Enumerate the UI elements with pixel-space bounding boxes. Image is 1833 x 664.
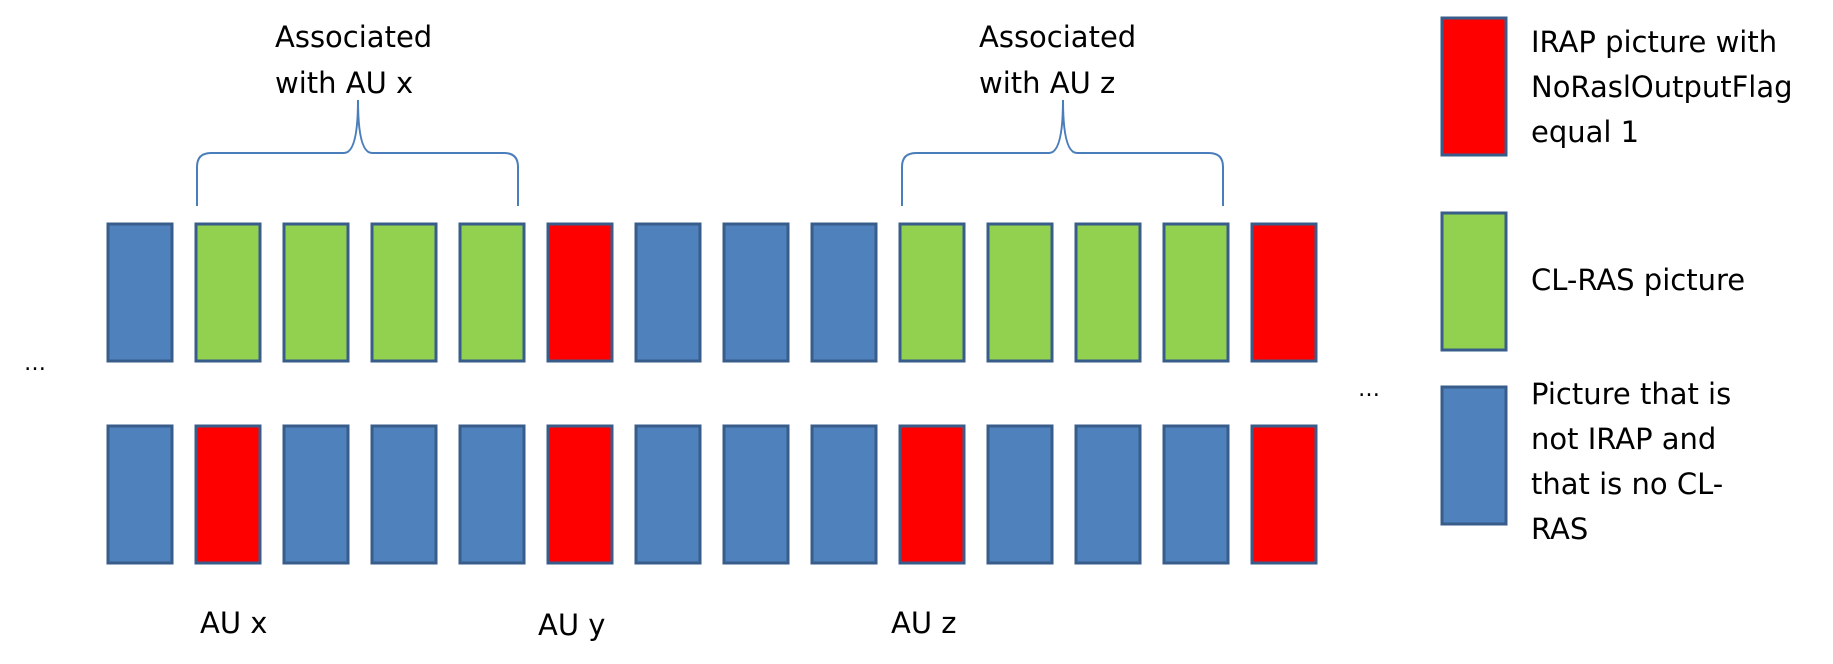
top-row-cl-ras-picture-11 [986, 222, 1054, 363]
top-row-cl-ras-picture-10 [898, 222, 966, 363]
legend-line: not IRAP and [1531, 422, 1717, 456]
brace-label-line: with AU x [275, 66, 414, 100]
top-row-cl-ras-picture-5 [458, 222, 526, 363]
bottom-row-non-irap-picture-8 [722, 424, 790, 565]
bottom-row-irap-picture-6 [546, 424, 614, 565]
bottom-row-non-irap-picture-11 [986, 424, 1054, 565]
ellipsis-left: … [24, 351, 46, 376]
top-row-cl-ras-picture-3 [282, 222, 350, 363]
bottom-row-non-irap-picture-7 [634, 424, 702, 565]
legend-swatch-cl-ras [1440, 211, 1508, 352]
legend-non-irap-text: Picture that is not IRAP and that is no … [1531, 372, 1731, 552]
au-label-x: AU x [200, 606, 268, 640]
bottom-row-irap-picture-14 [1250, 424, 1318, 565]
top-row-cl-ras-picture-4 [370, 222, 438, 363]
legend-irap-text: IRAP picture with NoRaslOutputFlag equal… [1531, 20, 1793, 155]
top-row-non-irap-picture-8 [722, 222, 790, 363]
brace-label-au-x: Associated with AU x [275, 14, 432, 106]
au-label-z: AU z [891, 606, 957, 640]
bottom-row-non-irap-picture-12 [1074, 424, 1142, 565]
bottom-row-non-irap-picture-5 [458, 424, 526, 565]
top-row-cl-ras-picture-2 [194, 222, 262, 363]
legend-swatches [1440, 16, 1508, 526]
top-row-non-irap-picture-9 [810, 222, 878, 363]
bottom-row-non-irap-picture-1 [106, 424, 174, 565]
association-brace-2 [901, 99, 1224, 206]
legend-line: IRAP picture with [1531, 25, 1778, 59]
bottom-row-irap-picture-10 [898, 424, 966, 565]
legend-cl-ras-text: CL-RAS picture [1531, 258, 1745, 303]
legend-line: that is no CL- [1531, 467, 1724, 501]
bottom-row-irap-picture-2 [194, 424, 262, 565]
bottom-row-non-irap-picture-13 [1162, 424, 1230, 565]
association-braces [196, 99, 1224, 206]
legend-line: RAS [1531, 512, 1589, 546]
legend-line: NoRaslOutputFlag [1531, 70, 1793, 104]
legend-line: Picture that is [1531, 377, 1732, 411]
brace-label-au-z: Associated with AU z [979, 14, 1136, 106]
au-label-y: AU y [538, 608, 606, 642]
ellipsis-right: … [1358, 377, 1380, 402]
brace-label-line: Associated [275, 20, 433, 54]
bottom-row-non-irap-picture-4 [370, 424, 438, 565]
bottom-row-pictures [106, 424, 1318, 565]
bottom-row-non-irap-picture-9 [810, 424, 878, 565]
legend-swatch-irap [1440, 16, 1508, 157]
association-brace-1 [196, 99, 519, 206]
top-row-non-irap-picture-1 [106, 222, 174, 363]
bottom-row-non-irap-picture-3 [282, 424, 350, 565]
top-row-cl-ras-picture-12 [1074, 222, 1142, 363]
legend-swatch-non-irap [1440, 385, 1508, 526]
top-row-cl-ras-picture-13 [1162, 222, 1230, 363]
legend-line: equal 1 [1531, 115, 1640, 149]
brace-label-line: Associated [979, 20, 1137, 54]
top-row-non-irap-picture-7 [634, 222, 702, 363]
top-row-pictures [106, 222, 1318, 363]
legend-line: CL-RAS picture [1531, 263, 1746, 297]
top-row-irap-picture-6 [546, 222, 614, 363]
brace-label-line: with AU z [979, 66, 1116, 100]
top-row-irap-picture-14 [1250, 222, 1318, 363]
